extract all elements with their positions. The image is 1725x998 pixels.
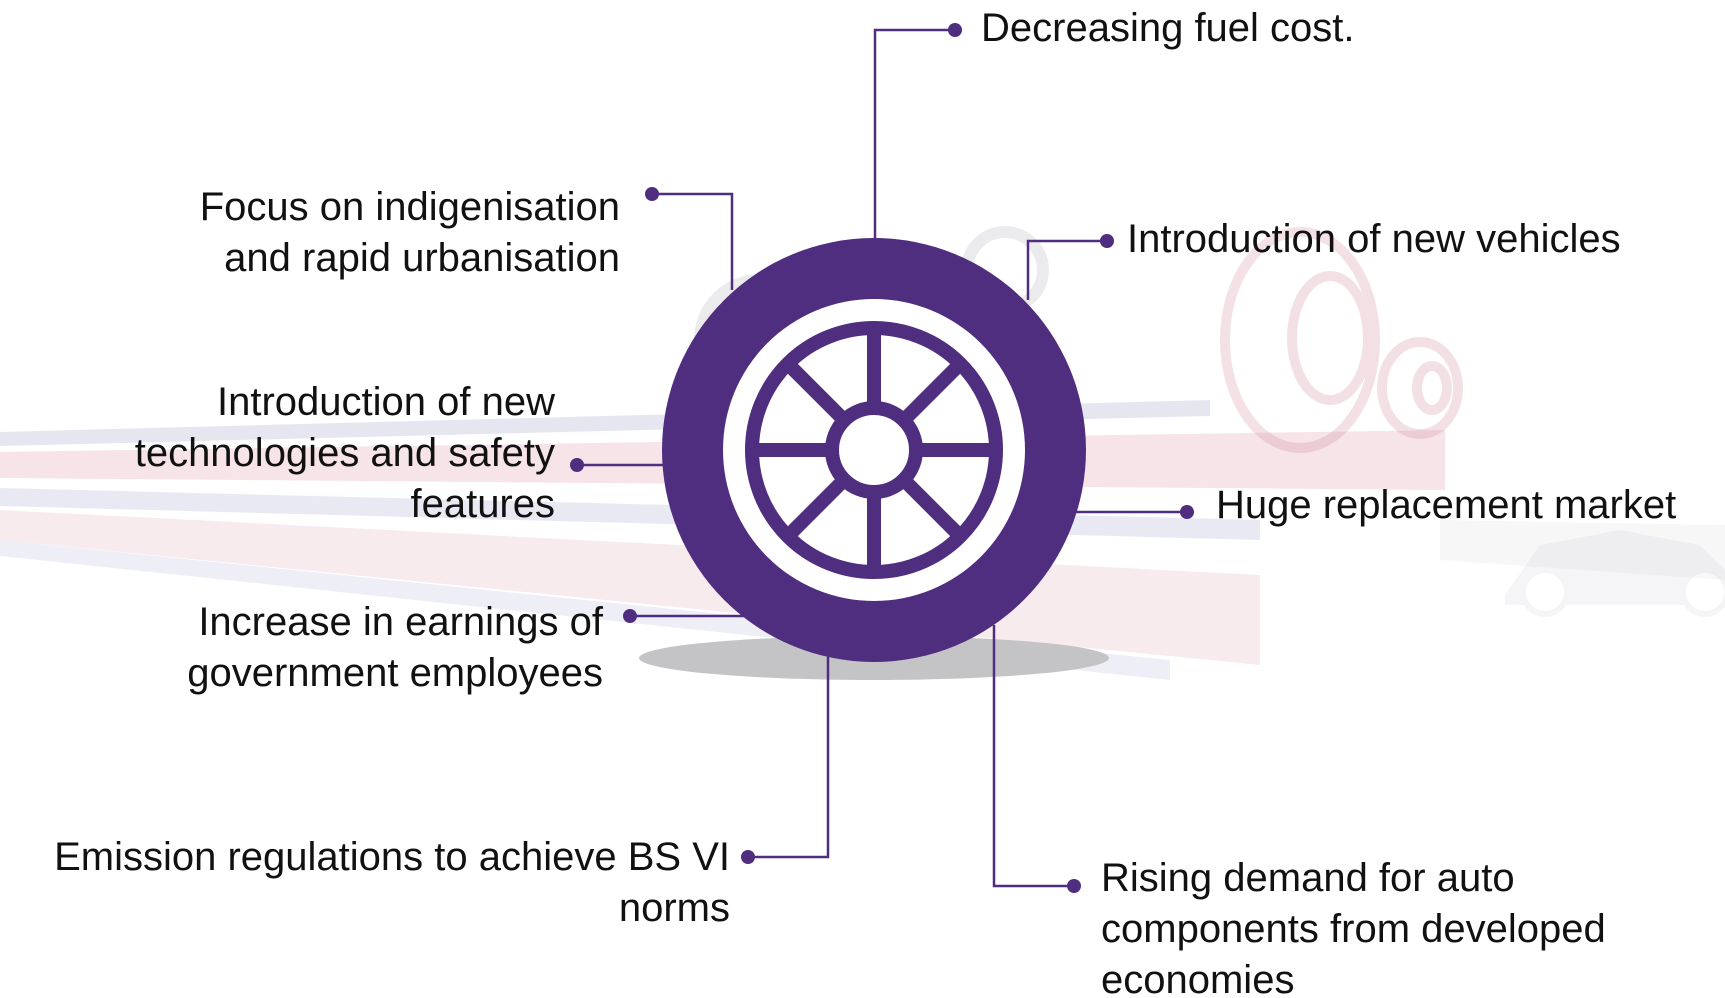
dot-earnings: [623, 609, 637, 623]
dot-decreasing-fuel-cost: [948, 23, 962, 37]
driver-label-indigenisation: Focus on indigenisation and rapid urbani…: [199, 185, 620, 280]
dot-new-vehicles: [1100, 234, 1114, 248]
background-car-icon: [1505, 530, 1725, 617]
connector-dots: [570, 23, 1194, 893]
driver-label-auto-components: Rising demand for auto components from d…: [1101, 856, 1606, 998]
background-tyres-icon: [1220, 227, 1463, 453]
driver-label-new-vehicles: Introduction of new vehicles: [1127, 217, 1621, 261]
driver-label-decreasing-fuel-cost: Decreasing fuel cost.: [981, 6, 1355, 50]
connector-auto-components: [992, 625, 1074, 888]
driver-label-earnings: Increase in earnings of government emplo…: [187, 600, 603, 695]
driver-label-technologies: Introduction of new technologies and saf…: [134, 380, 555, 526]
connector-decreasing-fuel-cost: [873, 28, 955, 240]
connector-indigenisation: [652, 192, 734, 290]
connector-emission: [748, 655, 830, 859]
connector-lines: [577, 28, 1187, 888]
dot-auto-components: [1067, 879, 1081, 893]
driver-label-replacement-market: Huge replacement market: [1216, 483, 1677, 527]
dot-replacement-market: [1180, 505, 1194, 519]
tyre-wheel-icon: [662, 238, 1086, 662]
driver-label-emission: Emission regulations to achieve BS VI no…: [54, 835, 730, 930]
connector-new-vehicles: [1026, 239, 1107, 300]
dot-indigenisation: [645, 187, 659, 201]
dot-technologies: [570, 458, 584, 472]
background-stripe-white-right: [1440, 520, 1725, 580]
dot-emission: [741, 850, 755, 864]
